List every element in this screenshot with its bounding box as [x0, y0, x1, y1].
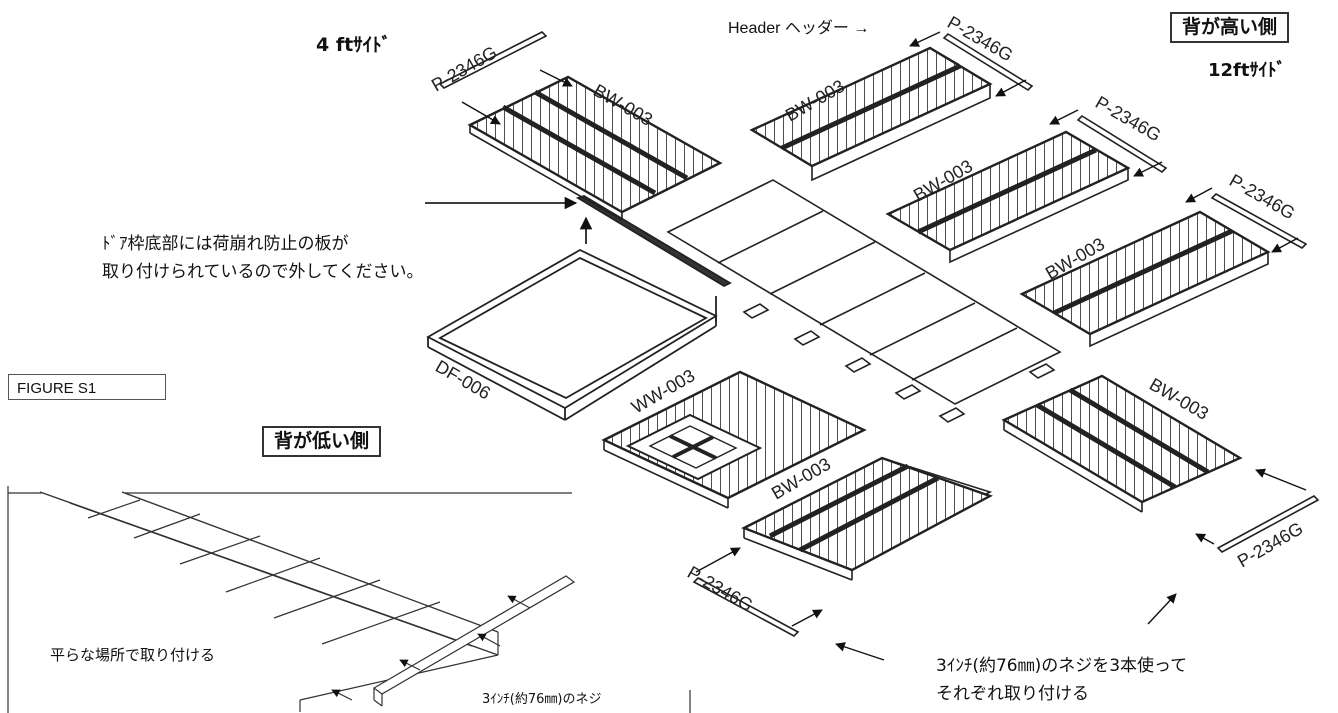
high-side-label: 背が高い側	[1170, 12, 1290, 43]
panel-bw003-right-2	[1019, 210, 1271, 348]
panel-bw003-top	[749, 46, 993, 182]
label-df006: DF-006	[432, 356, 494, 403]
floor-base	[666, 179, 1062, 423]
low-side-label: 背が低い側	[262, 426, 382, 457]
post-right-2	[1210, 193, 1308, 249]
assembly-arrows	[461, 31, 1307, 661]
panel-bw003-bottom	[741, 456, 993, 581]
twelve-ft-side-label: 12ftｻｲﾄﾞ	[1208, 60, 1286, 81]
panel-bw003-right-1	[885, 130, 1131, 264]
door-note-line2: 取り付けられているので外してください。	[102, 262, 424, 282]
post-lower-left	[692, 577, 800, 637]
inset-detail	[7, 486, 691, 713]
panel-ww003	[601, 370, 867, 509]
panel-bw003-left	[467, 75, 723, 221]
four-ft-side-label: 4 ftｻｲﾄﾞ	[316, 34, 392, 56]
wall-panels	[467, 46, 1271, 581]
screw-note-line2: それぞれ取り付ける	[936, 684, 1089, 704]
flat-place-note: 平らな場所で取り付ける	[50, 646, 216, 664]
post-right-1	[1076, 114, 1168, 174]
door-note-line1: ﾄﾞｱ枠底部には荷崩れ防止の板が	[102, 234, 349, 254]
post-top-right	[942, 32, 1034, 92]
label-p2346g-right-2: P-2346G	[1226, 170, 1298, 223]
label-p2346g-right-1: P-2346G	[1092, 92, 1164, 145]
posts-p2346g	[438, 31, 1320, 637]
door-frame-df006	[425, 195, 732, 421]
post-lower-right	[1216, 495, 1320, 553]
label-p2346g-upper-left: P-2346G	[428, 42, 500, 95]
panel-bw003-lower-right	[1001, 374, 1243, 513]
figure-label: FIGURE S1	[8, 374, 166, 400]
screw-small-note: 3ｲﾝﾁ(約76㎜)のネジ	[482, 692, 602, 707]
screw-note-line1: 3ｲﾝﾁ(約76㎜)のネジを3本使って	[936, 656, 1188, 676]
header-label: Header ヘッダー →	[728, 20, 870, 37]
label-p2346g-lower-left: P-2346G	[684, 562, 756, 615]
post-upper-left	[438, 31, 548, 89]
